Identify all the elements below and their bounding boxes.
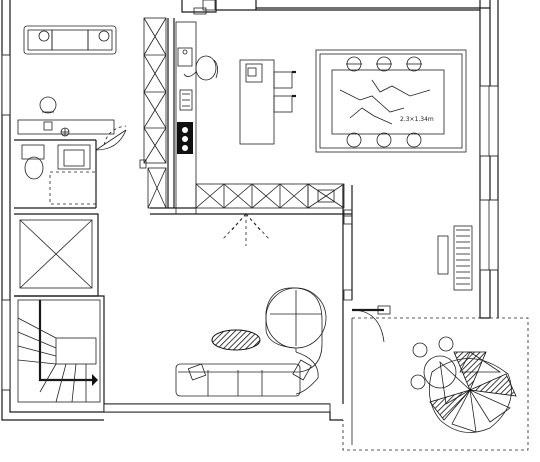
kitchen-door — [139, 7, 353, 217]
window-left-lower — [1, 299, 11, 391]
umbrella — [428, 351, 517, 433]
piano-bench — [437, 235, 449, 275]
sofa-bedroom — [23, 25, 117, 55]
desk-area — [17, 96, 115, 137]
window-left-upper — [1, 54, 11, 116]
balcony-furniture — [410, 336, 517, 433]
dining-area: 2.3×1.34m — [315, 49, 467, 153]
lift-shaft — [19, 219, 93, 289]
staircase — [17, 299, 101, 403]
exterior-walls — [1, 0, 499, 421]
top-opening — [202, 0, 216, 11]
kitchen — [143, 17, 345, 246]
living-area — [175, 213, 391, 397]
balcony — [342, 317, 529, 451]
dining-dimension-label: 2.3×1.34m — [400, 116, 434, 123]
bathroom — [21, 125, 127, 205]
tall-cabinet — [143, 17, 167, 164]
window-bottom — [103, 403, 331, 413]
piano — [437, 225, 473, 291]
interior-walls — [14, 17, 353, 404]
